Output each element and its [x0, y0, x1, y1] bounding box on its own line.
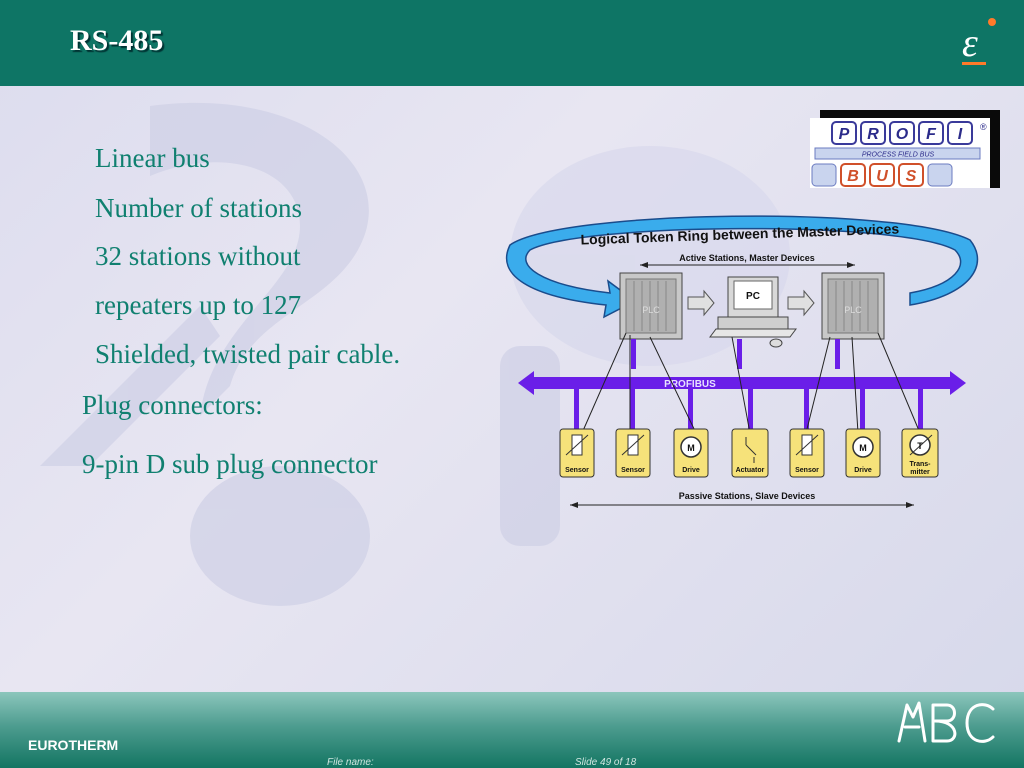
slide-number: Slide 49 of 18	[575, 757, 637, 768]
bus-letters: B U S	[811, 163, 953, 187]
motor-symbol: M	[859, 443, 867, 453]
svg-text:ε: ε	[962, 20, 978, 65]
active-stations-label: Active Stations, Master Devices	[679, 253, 815, 263]
plc-right: PLC	[821, 272, 885, 340]
device-label: Drive	[854, 467, 872, 474]
profi-letter: O	[896, 126, 909, 143]
device-actuator: Actuator	[731, 428, 769, 478]
pc-label: PC	[746, 291, 760, 302]
device-drive-2: M Drive	[845, 428, 881, 478]
slide-title: RS-485	[70, 24, 164, 57]
device-drive-1: M Drive	[673, 428, 709, 478]
file-name-label: File name:	[327, 757, 374, 768]
device-transmitter: T Trans-mitter	[901, 428, 939, 478]
device-label: Sensor	[795, 467, 819, 474]
device-sensor-2: Sensor	[615, 428, 651, 478]
eurotherm-e-logo-icon: ε	[962, 18, 996, 65]
bullet-plug-connectors: Plug connectors:	[82, 390, 263, 420]
bus-letter: U	[876, 168, 888, 185]
plc-left-label: PLC	[642, 305, 660, 315]
bullet-9pin-connector: 9-pin D sub plug connector	[82, 449, 378, 479]
pc-master: PC	[709, 276, 797, 348]
token-ring-arrow	[505, 215, 979, 319]
device-sensor-1: Sensor	[559, 428, 595, 478]
device-sensor-3: Sensor	[789, 428, 825, 478]
bullet-number-of-stations: Number of stations	[95, 193, 302, 223]
bullet-32-stations: 32 stations without	[95, 241, 301, 271]
profibus-logo: P R O F I ® PROCESS FIELD BUS B U	[810, 110, 1000, 188]
device-label: Drive	[682, 467, 700, 474]
plc-left: PLC	[619, 272, 683, 340]
device-label: Sensor	[565, 467, 589, 474]
slide-footer	[0, 692, 1024, 768]
device-label: Trans-mitter	[909, 461, 931, 476]
motor-symbol: M	[687, 443, 695, 453]
profi-letter: R	[867, 126, 879, 143]
profi-letter: I	[958, 126, 963, 143]
abc-hands-icon	[897, 701, 995, 743]
profi-letter: F	[926, 126, 937, 143]
bus-letter: S	[906, 168, 917, 185]
passive-stations-label: Passive Stations, Slave Devices	[679, 491, 816, 501]
profi-letter: P	[839, 126, 850, 143]
device-label: Sensor	[621, 467, 645, 474]
registered-mark: ®	[980, 122, 987, 132]
profibus-network-diagram: Logical Token Ring between the Master De…	[505, 215, 979, 508]
device-label: Actuator	[736, 467, 765, 474]
profi-letters: P R O F I	[831, 121, 973, 145]
bullet-shielded-cable: Shielded, twisted pair cable.	[95, 339, 401, 369]
company-name: EUROTHERM	[28, 737, 119, 753]
plc-right-label: PLC	[844, 305, 862, 315]
slide-header: RS-485 ε	[0, 0, 1024, 86]
profibus-tagline: PROCESS FIELD BUS	[862, 152, 935, 159]
profibus-bus-label: PROFIBUS	[664, 379, 716, 390]
bullet-linear-bus: Linear bus	[95, 143, 210, 173]
bullet-repeaters: repeaters up to 127	[95, 290, 302, 320]
bus-letter: B	[847, 168, 859, 185]
transmitter-symbol: T	[917, 441, 923, 451]
